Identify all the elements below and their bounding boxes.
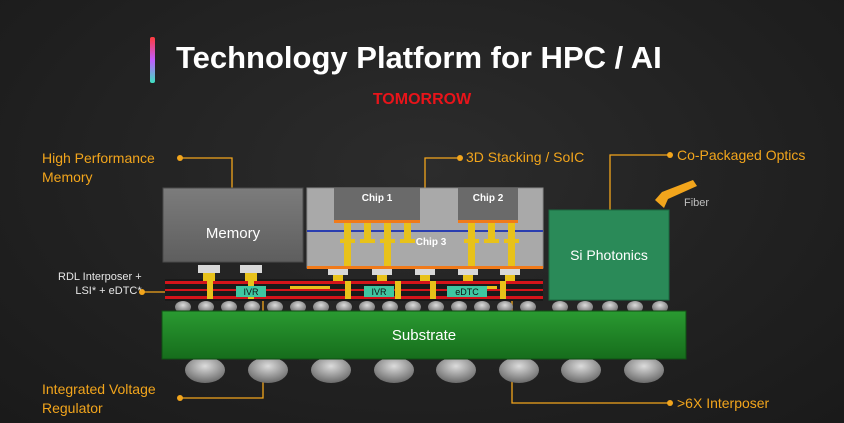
edtc-label: eDTC xyxy=(455,287,479,297)
callout-co-packaged-optics: Co-Packaged Optics xyxy=(677,147,806,163)
optics-leader-line xyxy=(609,154,670,210)
chip2-block xyxy=(458,188,518,222)
ivr-label-2: IVR xyxy=(371,287,387,297)
chip1-bond xyxy=(334,220,420,223)
chip3-label: Chip 3 xyxy=(416,237,447,248)
memory-block xyxy=(162,187,304,263)
substrate-label: Substrate xyxy=(392,327,456,344)
callout-3d-stacking: 3D Stacking / SoIC xyxy=(466,149,585,165)
substrate-block xyxy=(161,310,687,360)
slide-title: Technology Platform for HPC / AI xyxy=(176,40,662,75)
rdl-layer-mid xyxy=(165,289,543,291)
fiber-label: Fiber xyxy=(684,197,710,209)
memory-leader-line xyxy=(180,157,233,188)
rdl-callout-dot xyxy=(139,289,145,295)
tsv-pillars xyxy=(340,223,519,266)
ivr-block-2 xyxy=(364,286,394,297)
optics-callout-dot xyxy=(667,152,673,158)
si-photonics-block xyxy=(548,209,670,301)
chip2-bond xyxy=(458,220,518,223)
callout-interposer: >6X Interposer xyxy=(677,395,770,411)
ivr-block-1 xyxy=(236,286,266,297)
memory-callout-dot xyxy=(177,155,183,161)
si-photonics-label: Si Photonics xyxy=(570,247,648,263)
rdl-layer-top xyxy=(165,281,543,284)
bottom-solder-balls xyxy=(185,357,664,383)
c4-bumps xyxy=(175,301,668,313)
chip1-block xyxy=(334,188,420,222)
chip1-label: Chip 1 xyxy=(362,193,393,204)
stacking-leader-line xyxy=(424,157,460,190)
memory-label: Memory xyxy=(206,225,261,242)
title-accent-bar xyxy=(150,37,155,83)
fiber-shape xyxy=(655,180,697,208)
rdl-layer-bottom xyxy=(165,296,543,299)
slide-subtitle: TOMORROW xyxy=(372,91,472,108)
stack-bond-layer-bottom xyxy=(307,266,543,269)
callout-rdl-interposer: RDL Interposer + LSI* + eDTC* xyxy=(58,271,142,297)
micro-bumps xyxy=(198,265,520,281)
interposer-callout-dot xyxy=(667,400,673,406)
ivr-label-1: IVR xyxy=(243,287,259,297)
ivr-callout-dot xyxy=(177,395,183,401)
chip2-label: Chip 2 xyxy=(473,193,504,204)
callout-memory: High Performance Memory xyxy=(42,150,155,185)
stacking-callout-dot xyxy=(457,155,463,161)
callout-ivr: Integrated Voltage Regulator xyxy=(42,381,156,416)
edtc-block xyxy=(447,286,487,297)
